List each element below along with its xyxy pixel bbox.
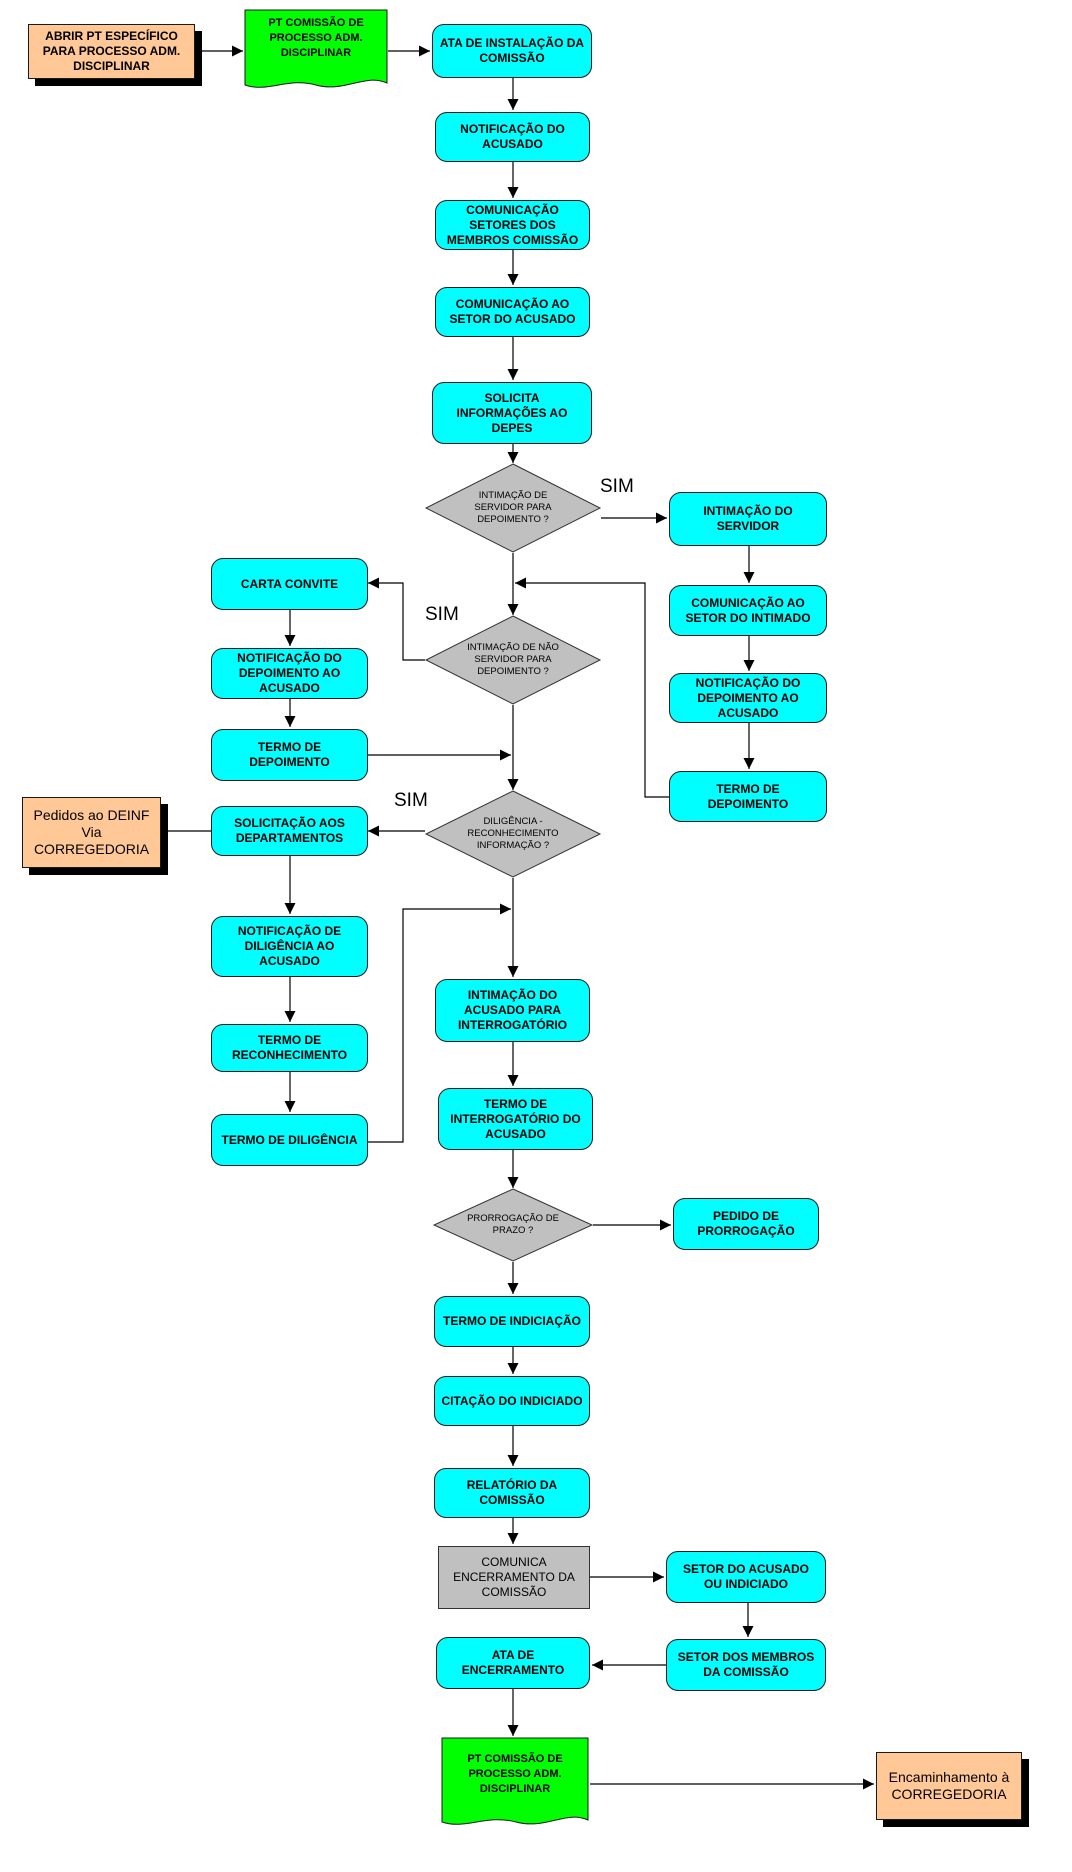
ata-encerramento-box: ATA DE ENCERRAMENTO — [436, 1637, 590, 1689]
relatorio-comissao-box: RELATÓRIO DA COMISSÃO — [434, 1468, 590, 1518]
decision-intimacao-nao-servidor-shape — [424, 615, 602, 705]
decision-intimacao-nao-servidor-label: INTIMAÇÃO DE NÃO SERVIDOR PARA DEPOIMENT… — [467, 642, 559, 677]
decision-intimacao-servidor-label: INTIMAÇÃO DE SERVIDOR PARA DEPOIMENTO ? — [474, 490, 552, 525]
pt-comissao-bottom-label: PT COMISSÃO DE PROCESSO ADM. DISCIPLINAR — [467, 1753, 563, 1795]
decision-diligencia-label: DILIGÊNCIA - RECONHECIMENTO INFORMAÇÃO ? — [467, 816, 559, 851]
abrir-pt-box: ABRIR PT ESPECÍFICO PARA PROCESSO ADM. D… — [28, 24, 195, 79]
pt-document-top-shape — [244, 9, 388, 88]
solicitacao-departamentos-box: SOLICITAÇÃO AOS DEPARTAMENTOS — [211, 806, 368, 856]
decision-prorrogacao-label: PRORROGAÇÃO DE PRAZO ? — [467, 1213, 559, 1236]
ata-instalacao-box: ATA DE INSTALAÇÃO DA COMISSÃO — [432, 24, 592, 78]
solicita-depes-box: SOLICITA INFORMAÇÕES AO DEPES — [432, 382, 592, 444]
pt-document-bottom-shape — [441, 1737, 589, 1825]
decision-diligencia-shape — [424, 790, 602, 878]
sim-label-servidor: SIM — [600, 476, 634, 497]
pedidos-deinf-box: Pedidos ao DEINF Via CORREGEDORIA — [22, 797, 161, 868]
setor-membros-box: SETOR DOS MEMBROS DA COMISSÃO — [666, 1639, 826, 1691]
carta-convite-box: CARTA CONVITE — [211, 558, 368, 610]
pedido-prorrogacao-box: PEDIDO DE PRORROGAÇÃO — [673, 1198, 819, 1250]
notificacao-depoimento-right-box: NOTIFICAÇÃO DO DEPOIMENTO AO ACUSADO — [669, 673, 827, 723]
setor-acusado-indiciado-box: SETOR DO ACUSADO OU INDICIADO — [666, 1551, 826, 1603]
termo-reconhecimento-box: TERMO DE RECONHECIMENTO — [211, 1024, 368, 1072]
decision-prorrogacao-shape — [432, 1188, 594, 1262]
pt-comissao-top-label: PT COMISSÃO DE PROCESSO ADM. DISCIPLINAR — [268, 17, 364, 59]
comunicacao-setores-box: COMUNICAÇÃO SETORES DOS MEMBROS COMISSÃO — [435, 200, 590, 250]
decision-intimacao-servidor-shape — [424, 463, 602, 553]
notificacao-depoimento-left-box: NOTIFICAÇÃO DO DEPOIMENTO AO ACUSADO — [211, 648, 368, 699]
intimacao-interrogatorio-box: INTIMAÇÃO DO ACUSADO PARA INTERROGATÓRIO — [435, 979, 590, 1042]
intimacao-servidor-box: INTIMAÇÃO DO SERVIDOR — [669, 492, 827, 546]
termo-diligencia-box: TERMO DE DILIGÊNCIA — [211, 1114, 368, 1166]
comunicacao-setor-intimado-box: COMUNICAÇÃO AO SETOR DO INTIMADO — [669, 585, 827, 636]
comunica-encerramento-box: COMUNICA ENCERRAMENTO DA COMISSÃO — [438, 1546, 590, 1609]
arrow-termo-dil-to-main — [368, 903, 511, 1143]
arrow-termo-right-loop — [515, 577, 669, 798]
comunicacao-setor-acusado-box: COMUNICAÇÃO AO SETOR DO ACUSADO — [435, 287, 590, 337]
termo-indiciacao-box: TERMO DE INDICIAÇÃO — [434, 1296, 590, 1347]
encaminhamento-box: Encaminhamento à CORREGEDORIA — [876, 1752, 1022, 1820]
termo-depoimento-left-box: TERMO DE DEPOIMENTO — [211, 729, 368, 781]
sim-label-nao-servidor: SIM — [425, 604, 459, 625]
notificacao-diligencia-box: NOTIFICAÇÃO DE DILIGÊNCIA AO ACUSADO — [211, 916, 368, 977]
notificacao-acusado-box: NOTIFICAÇÃO DO ACUSADO — [435, 112, 590, 162]
connectors — [161, 45, 874, 1790]
sim-label-diligencia: SIM — [394, 790, 428, 811]
termo-interrogatorio-box: TERMO DE INTERROGATÓRIO DO ACUSADO — [438, 1088, 593, 1150]
citacao-indiciado-box: CITAÇÃO DO INDICIADO — [434, 1376, 590, 1426]
termo-depoimento-right-box: TERMO DE DEPOIMENTO — [669, 771, 827, 822]
arrow-decision2-sim — [368, 577, 425, 661]
